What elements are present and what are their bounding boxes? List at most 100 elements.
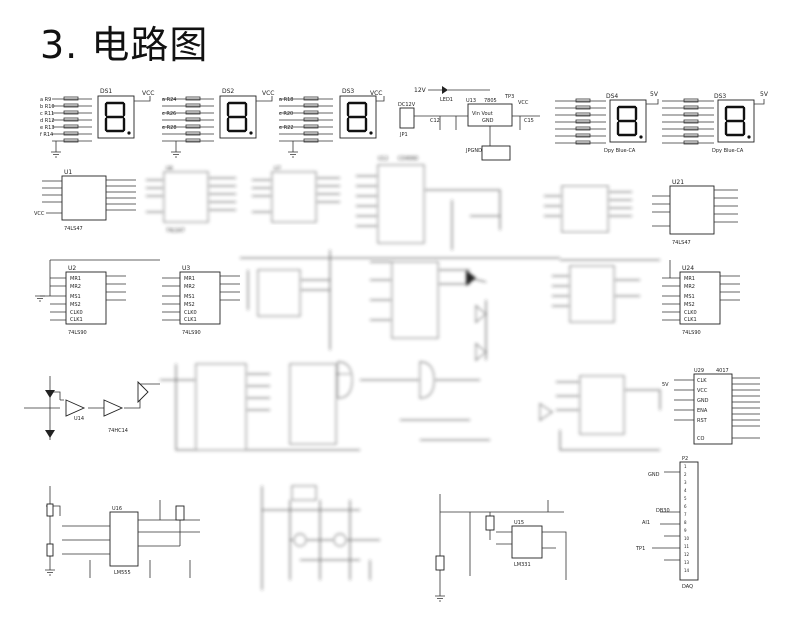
u16-block: U16 LM555 xyxy=(44,486,200,578)
ds4-ref: DS4 xyxy=(606,93,618,100)
u2-block: U2 74LS90 MR1 MR2 MS1 MS2 CLK0 CLK1 xyxy=(34,259,160,336)
ds1-ref: DS1 xyxy=(100,88,112,95)
u24-part: 74LS90 xyxy=(682,330,701,336)
u2-pin-ms1: MS1 xyxy=(70,294,81,300)
svg-text:c R11: c R11 xyxy=(40,111,54,117)
u15-block: U15 LM331 xyxy=(434,494,567,602)
u2-part: 74LS90 xyxy=(68,330,87,336)
u29-pin-clk: CLK xyxy=(697,378,707,384)
u29-pin-rst: RST xyxy=(697,418,708,424)
center-logic-block xyxy=(240,250,560,361)
u14-block: U14 74HC14 xyxy=(24,376,160,440)
svg-text:a R9: a R9 xyxy=(40,97,51,103)
u2-pin-clk1: CLK1 xyxy=(70,317,83,323)
ds4-cap: Dpy Blue-CA xyxy=(604,148,636,154)
u7-ref: U7 xyxy=(274,166,281,172)
power-ic: 7805 xyxy=(484,98,497,104)
u29-pin-ena: ENA xyxy=(697,408,708,414)
u3-block: U3 74LS90 MR1 MR2 MS1 MS2 CLK0 CLK1 xyxy=(162,265,240,336)
svg-text:Vin Vout: Vin Vout xyxy=(472,111,493,117)
u12-part: CD4060 xyxy=(398,156,418,162)
j1-gnd: GND xyxy=(648,472,660,478)
svg-text:e R22: e R22 xyxy=(279,125,294,131)
power-gnd: JPGND xyxy=(465,148,482,154)
u24-pin-clk1: CLK1 xyxy=(684,317,697,323)
svg-text:7: 7 xyxy=(684,512,687,517)
u3-pin-ms1: MS1 xyxy=(184,294,195,300)
svg-text:9: 9 xyxy=(684,528,687,533)
u3-pin-ms2: MS2 xyxy=(184,302,195,308)
u21-left-block xyxy=(544,185,632,233)
power-cap2: C15 xyxy=(524,118,534,124)
power-u: U13 xyxy=(466,98,476,104)
svg-text:4: 4 xyxy=(684,488,687,493)
transistor-block xyxy=(261,485,380,590)
power-jp: JP1 xyxy=(399,132,408,138)
power-tp: TP3 xyxy=(504,94,514,100)
u29-ref: U29 xyxy=(694,368,704,374)
u29-pin-co: CO xyxy=(697,436,704,442)
ds3-vcc: VCC xyxy=(370,90,382,97)
ds3-ref: DS3 xyxy=(342,88,354,95)
svg-text:6: 6 xyxy=(684,504,687,509)
u6-block: U6 74LS47 xyxy=(146,166,236,234)
u12-block: U12 CD4060 xyxy=(356,156,501,250)
svg-text:b R10: b R10 xyxy=(40,104,55,110)
svg-text:c R26: c R26 xyxy=(162,111,176,117)
j1-ai: AI1 xyxy=(642,520,650,526)
u21-part: 74LS47 xyxy=(672,240,691,246)
u1-vcc: VCC xyxy=(34,211,45,217)
j1-part: DAQ xyxy=(682,584,693,590)
u2-ref: U2 xyxy=(68,265,76,272)
u7-block: U7 xyxy=(252,166,340,223)
u3-pin-clk1: CLK1 xyxy=(184,317,197,323)
svg-text:e R28: e R28 xyxy=(162,125,177,131)
center-counter-block xyxy=(160,361,490,451)
svg-text:3: 3 xyxy=(684,480,687,485)
u2-pin-mr1: MR1 xyxy=(70,276,81,282)
u24-pin-mr2: MR2 xyxy=(684,284,695,290)
j1-tp: TP1 xyxy=(635,546,645,552)
u21-block: U21 74LS47 xyxy=(652,179,738,246)
u2-pin-ms2: MS2 xyxy=(70,302,81,308)
svg-text:d R12: d R12 xyxy=(40,118,55,124)
u6-ref: U6 xyxy=(166,166,173,172)
ds5-v: 5V xyxy=(760,91,769,98)
u24-pin-mr1: MR1 xyxy=(684,276,695,282)
ds3-block: a R18 c R20 e R22 DS3 VCC xyxy=(279,88,385,158)
svg-text:10: 10 xyxy=(684,536,690,541)
u14-ref: U14 xyxy=(74,416,84,422)
power-vcc: VCC xyxy=(518,100,529,106)
u21-ref: U21 xyxy=(672,179,684,186)
u16-part: LM555 xyxy=(114,570,131,576)
ds2-ref: DS2 xyxy=(222,88,234,95)
u14-part: 74HC14 xyxy=(108,428,128,434)
u3-ref: U3 xyxy=(182,265,190,272)
u1-block: U1 74LS47 VCC xyxy=(34,169,136,232)
svg-text:14: 14 xyxy=(684,568,690,573)
svg-text:1: 1 xyxy=(684,464,687,469)
svg-text:8: 8 xyxy=(684,520,687,525)
svg-text:c R20: c R20 xyxy=(279,111,293,117)
power-led: LED1 xyxy=(440,97,453,103)
u29-pin-vcc: VCC xyxy=(697,388,708,394)
svg-text:e R13: e R13 xyxy=(40,125,55,131)
u2-pin-clk0: CLK0 xyxy=(70,310,83,316)
u15-ref: U15 xyxy=(514,520,524,526)
u-right-90-block xyxy=(552,259,660,323)
u1-ref: U1 xyxy=(64,169,72,176)
j1-connector-block: P2 DAQ DB30 AI1 TP1 GND 123 456 789 1011… xyxy=(635,456,699,590)
ds4-v: 5V xyxy=(650,91,659,98)
u29-v: 5V xyxy=(662,382,669,388)
power-dc: DC12V xyxy=(398,102,416,108)
svg-text:a R18: a R18 xyxy=(279,97,294,103)
u24-ref: U24 xyxy=(682,265,694,272)
u15-part: LM331 xyxy=(514,562,531,568)
u24-pin-ms1: MS1 xyxy=(684,294,695,300)
u24-pin-ms2: MS2 xyxy=(684,302,695,308)
ds2-vcc: VCC xyxy=(262,90,274,97)
